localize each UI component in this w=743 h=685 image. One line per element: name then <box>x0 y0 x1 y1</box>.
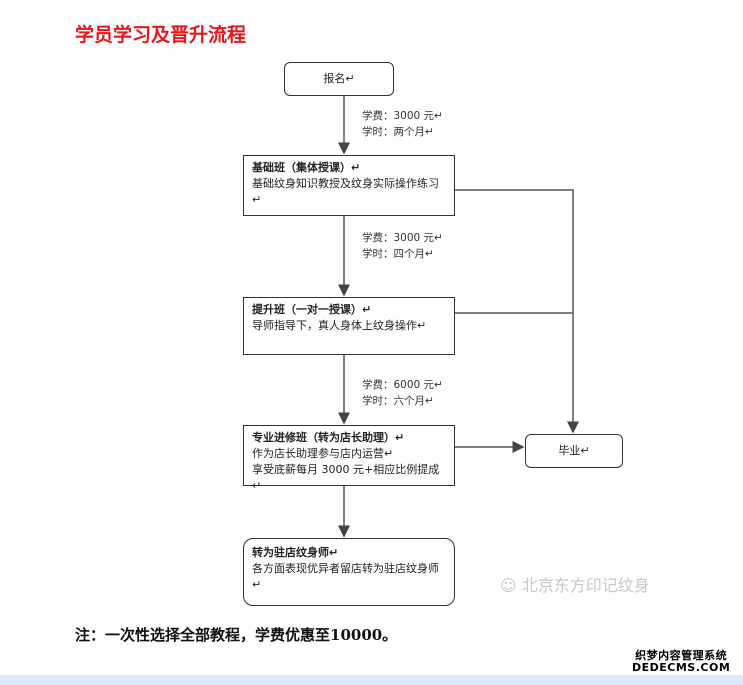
wechat-icon: ☺ <box>500 576 522 595</box>
node-desc: 导师指导下，真人身体上纹身操作↵ <box>252 319 427 332</box>
node-desc: 作为店长助理参与店内运营↵ <box>252 447 394 460</box>
node-signup: 报名↵ <box>284 62 394 96</box>
node-title: 提升班（一对一授课）↵ <box>252 303 372 316</box>
duration: 学时：四个月↵ <box>362 248 434 260</box>
badge-line2: DEDECMS.COM <box>632 661 731 674</box>
node-pro: 专业进修班（转为店长助理）↵ 作为店长助理参与店内运营↵ 享受底薪每月 3000 元… <box>243 425 455 492</box>
watermark: ☺ 北京东方印记纹身 <box>500 572 650 596</box>
note: 注：一次性选择全部教程，学费优惠至10000。 <box>75 626 398 644</box>
node-title: 基础班（集体授课）↵ <box>252 161 361 174</box>
arrow-basic-graduate <box>455 189 579 434</box>
page-title: 学员学习及晋升流程 <box>75 24 247 46</box>
duration: 学时：六个月↵ <box>362 395 434 407</box>
fee-info-3: 学费：6000 元↵ 学时：六个月↵ <box>362 377 443 409</box>
node-desc: 基础纹身知识教授及纹身实际操作练习↵ <box>252 177 439 206</box>
node-desc: 享受底薪每月 3000 元+相应比例提成↵ <box>252 463 440 492</box>
bottom-bar <box>0 675 743 685</box>
node-basic: 基础班（集体授课）↵ 基础纹身知识教授及纹身实际操作练习↵ <box>243 155 455 216</box>
node-title: 转为驻店纹身师↵ <box>252 546 339 559</box>
node-resident: 转为驻店纹身师↵ 各方面表现优异者留店转为驻店纹身师↵ <box>243 538 455 606</box>
badge-line1: 织梦内容管理系统 <box>635 649 728 662</box>
node-graduate: 毕业↵ <box>525 434 623 468</box>
duration: 学时：两个月↵ <box>362 126 434 138</box>
fee-info-2: 学费：3000 元↵ 学时：四个月↵ <box>362 230 443 262</box>
node-desc: 各方面表现优异者留店转为驻店纹身师↵ <box>252 562 439 591</box>
watermark-text: 北京东方印记纹身 <box>521 576 650 595</box>
fee-info-1: 学费：3000 元↵ 学时：两个月↵ <box>362 108 443 140</box>
node-advanced: 提升班（一对一授课）↵ 导师指导下，真人身体上纹身操作↵ <box>243 297 455 355</box>
fee: 学费：3000 元↵ <box>362 110 443 122</box>
fee: 学费：3000 元↵ <box>362 232 443 244</box>
fee: 学费：6000 元↵ <box>362 379 443 391</box>
node-title: 专业进修班（转为店长助理）↵ <box>252 431 405 444</box>
